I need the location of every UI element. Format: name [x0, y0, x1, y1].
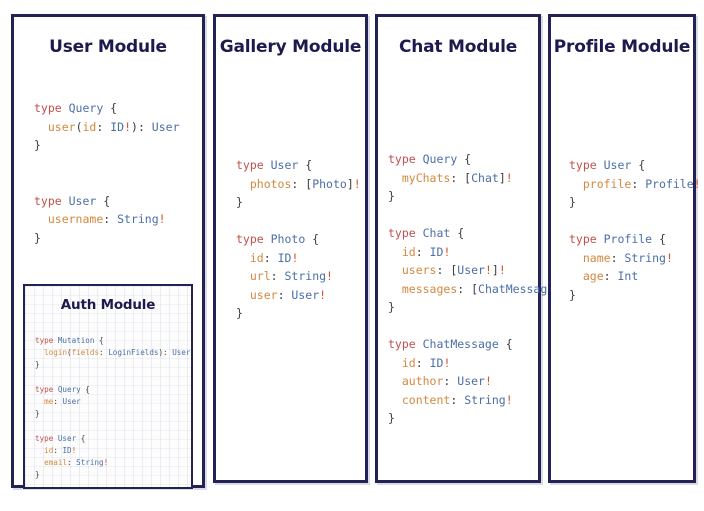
panel-user-module[interactable]: User Module type Query { user(id: ID!): …	[11, 14, 205, 489]
panel-auth-module-title: Auth Module	[60, 297, 156, 313]
panel-profile-module-inner: Profile Module type User { profile: Prof…	[551, 37, 701, 500]
code-block-chat-module: type Query { myChats: [Chat]!}type Chat …	[388, 152, 568, 425]
panel-gallery-module-title: Gallery Module	[219, 37, 362, 57]
panel-user-module-inner: User Module type Query { user(id: ID!): …	[14, 37, 202, 505]
panel-chat-module-inner: Chat Module type Query { myChats: [Chat]…	[378, 37, 568, 500]
panel-auth-module-inner: Auth Module type Mutation { login(fields…	[25, 297, 191, 498]
panel-auth-module[interactable]: Auth Module type Mutation { login(fields…	[23, 284, 193, 489]
code-block-user-module: type Query { user(id: ID!): User}type Us…	[34, 101, 180, 245]
code-block-auth-module: type Mutation { login(fields: LoginField…	[35, 336, 191, 480]
panel-chat-module[interactable]: Chat Module type Query { myChats: [Chat]…	[375, 14, 568, 483]
panel-profile-module-title: Profile Module	[553, 37, 691, 57]
panel-chat-module-title: Chat Module	[398, 37, 518, 57]
panel-user-module-title: User Module	[49, 37, 167, 57]
code-block-gallery-module: type User { photos: [Photo]!}type Photo …	[236, 158, 361, 320]
panel-profile-module[interactable]: Profile Module type User { profile: Prof…	[548, 14, 701, 483]
panel-gallery-module-inner: Gallery Module type User { photos: [Phot…	[216, 37, 365, 500]
code-block-profile-module: type User { profile: Profile!}type Profi…	[569, 158, 701, 302]
panel-gallery-module[interactable]: Gallery Module type User { photos: [Phot…	[213, 14, 368, 483]
